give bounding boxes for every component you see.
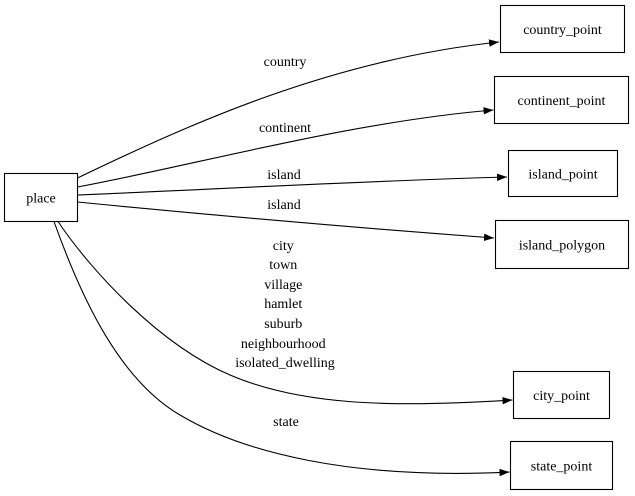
node-state_point: state_point bbox=[509, 440, 614, 491]
node-continent_point: continent_point bbox=[493, 75, 630, 125]
edge-label-island-polygon: island bbox=[267, 198, 300, 213]
node-place: place bbox=[3, 172, 79, 223]
edge-place-city_point bbox=[57, 221, 513, 405]
edge-label-city-line-5: suburb bbox=[264, 317, 302, 332]
node-country_point: country_point bbox=[499, 4, 626, 54]
node-island_point: island_point bbox=[507, 149, 619, 198]
node-island_polygon-box bbox=[494, 219, 630, 270]
node-layer: place country_point continent_point isla… bbox=[3, 4, 630, 491]
node-city_point-box bbox=[512, 370, 611, 420]
edge-label-state: state bbox=[273, 415, 299, 430]
edge-label-country: country bbox=[264, 55, 307, 70]
node-state_point-box bbox=[509, 440, 614, 491]
edge-place-country_point bbox=[77, 39, 500, 179]
edge-place-state_point bbox=[53, 221, 510, 477]
edge-label-city-line-2: town bbox=[269, 258, 297, 273]
edge-label-city-line-4: hamlet bbox=[264, 297, 302, 312]
edge-label-city-line-7: isolated_dwelling bbox=[235, 356, 335, 371]
node-island_point-label: island_point bbox=[528, 167, 597, 182]
edge-label-city-line-1: city bbox=[273, 239, 294, 254]
node-continent_point-label: continent_point bbox=[518, 94, 606, 109]
edge-label-city-line-6: neighbourhood bbox=[241, 337, 326, 352]
edge-label-island-point: island bbox=[267, 168, 300, 183]
node-city_point-label: city_point bbox=[533, 389, 590, 404]
edge-place-island_polygon bbox=[77, 201, 495, 241]
node-island_polygon-label: island_polygon bbox=[519, 238, 605, 253]
node-state_point-label: state_point bbox=[531, 459, 593, 474]
edge-label-city-group: city town village hamlet suburb neighbou… bbox=[235, 239, 335, 371]
node-island_point-box bbox=[507, 149, 619, 198]
edge-label-continent: continent bbox=[259, 121, 311, 136]
node-place-label: place bbox=[26, 191, 56, 206]
node-country_point-box bbox=[499, 4, 626, 54]
node-city_point: city_point bbox=[512, 370, 611, 420]
node-island_polygon: island_polygon bbox=[494, 219, 630, 270]
node-place-box bbox=[3, 172, 79, 223]
edge-place-continent_point bbox=[77, 107, 494, 188]
edge-label-layer: country continent island island city tow… bbox=[235, 55, 335, 430]
edge-layer bbox=[53, 39, 513, 477]
edge-place-island_point bbox=[77, 173, 508, 196]
edge-label-city-line-3: village bbox=[264, 278, 302, 293]
node-continent_point-box bbox=[493, 75, 630, 125]
node-country_point-label: country_point bbox=[523, 23, 602, 38]
